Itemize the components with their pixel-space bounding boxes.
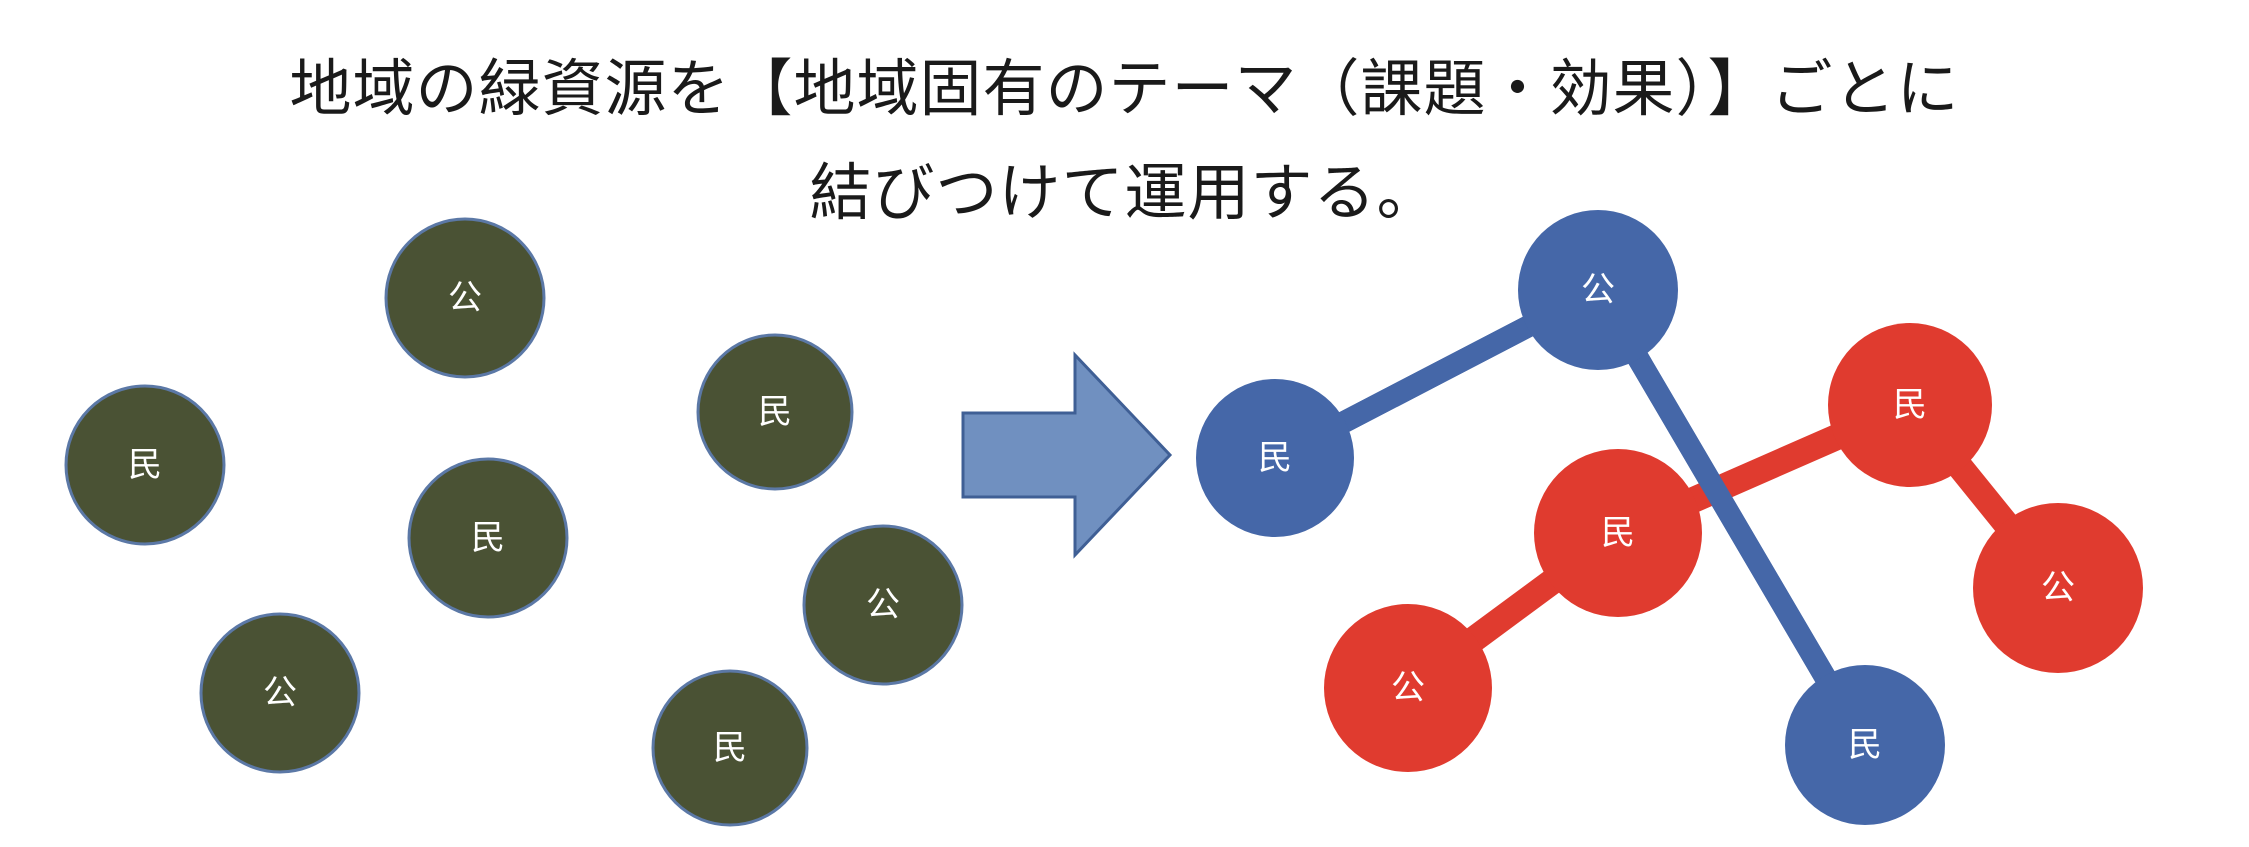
node-label: 公	[1581, 270, 1615, 310]
transform-arrow	[961, 351, 1173, 559]
node-label: 公	[448, 278, 482, 318]
node-s4: 民	[407, 457, 569, 619]
node-circle	[1196, 379, 1354, 537]
node-circle	[802, 524, 964, 686]
node-label: 公	[2041, 568, 2075, 608]
node-label: 公	[866, 585, 900, 625]
node-label: 民	[713, 728, 747, 768]
node-label: 公	[1391, 668, 1425, 708]
node-r1: 民	[1828, 323, 1992, 487]
node-b2: 民	[1196, 379, 1354, 537]
node-circle	[64, 384, 226, 546]
node-s6: 公	[802, 524, 964, 686]
node-circle	[651, 669, 809, 827]
node-r4: 公	[1324, 604, 1492, 772]
node-label: 民	[1893, 385, 1927, 425]
node-label: 民	[758, 392, 792, 432]
node-circle	[199, 612, 361, 774]
node-circle	[384, 217, 546, 379]
node-circle	[696, 333, 854, 491]
node-circle	[407, 457, 569, 619]
node-label: 民	[1848, 725, 1882, 765]
node-s3: 民	[696, 333, 854, 491]
node-label: 民	[128, 445, 162, 485]
node-r2: 民	[1534, 449, 1702, 617]
title-line-2: 結びつけて運用する。	[809, 156, 1440, 229]
node-circle	[1534, 449, 1702, 617]
node-label: 公	[263, 673, 297, 713]
title-line-1: 地域の緑資源を【地域固有のテーマ（課題・効果）】ごとに	[289, 52, 1960, 125]
node-r3: 公	[1973, 503, 2143, 673]
node-label: 民	[1601, 513, 1635, 553]
node-b1: 公	[1518, 210, 1678, 370]
node-s1: 公	[384, 217, 546, 379]
node-circle	[1518, 210, 1678, 370]
node-s7: 民	[651, 669, 809, 827]
node-circle	[1828, 323, 1992, 487]
node-s2: 民	[64, 384, 226, 546]
node-b3: 民	[1785, 665, 1945, 825]
edge-overlay-b1-b3	[1587, 279, 1876, 756]
node-circle	[1324, 604, 1492, 772]
node-s5: 公	[199, 612, 361, 774]
node-label: 民	[1258, 438, 1292, 478]
node-circle	[1785, 665, 1945, 825]
node-circle	[1973, 503, 2143, 673]
node-label: 民	[471, 518, 505, 558]
